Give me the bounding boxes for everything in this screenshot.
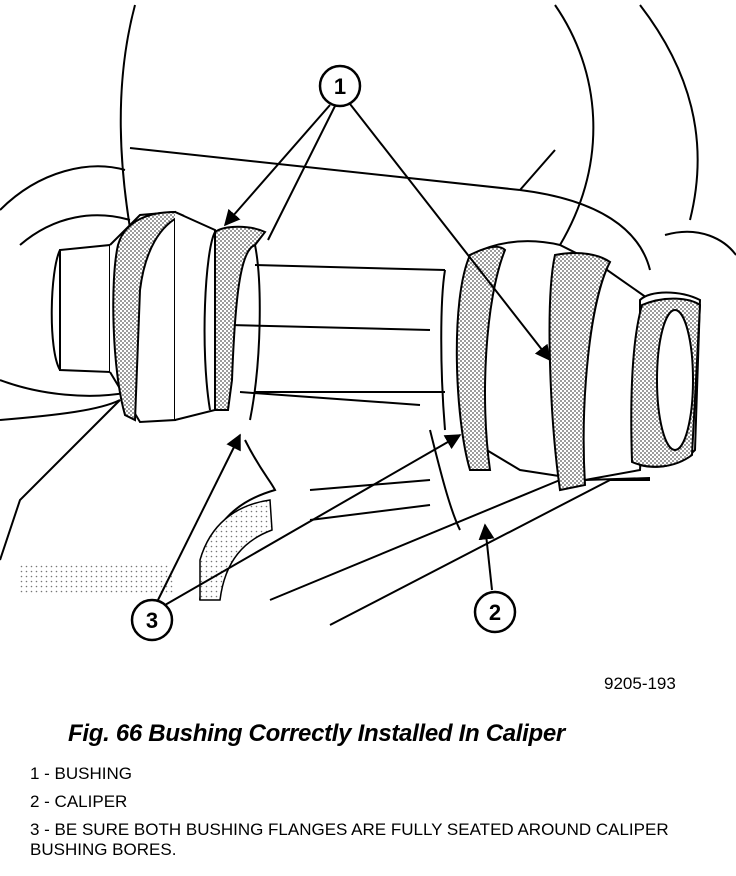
right-bushing bbox=[440, 240, 702, 492]
legend-item-2: 2 - CALIPER bbox=[30, 792, 128, 811]
caliper-shaded-area bbox=[20, 565, 175, 595]
callout-1: 1 bbox=[223, 64, 551, 362]
caliper-outline-right bbox=[554, 4, 595, 246]
callout-3-number: 3 bbox=[146, 608, 158, 633]
legend: 1 - BUSHING 2 - CALIPER 3 - BE SURE BOTH… bbox=[30, 764, 720, 868]
caliper-bushing-illustration: 1 2 3 bbox=[0, 4, 736, 642]
callout-1-number: 1 bbox=[334, 74, 346, 99]
callout-3: 3 bbox=[130, 433, 462, 642]
left-bushing bbox=[50, 210, 267, 424]
callout-2: 2 bbox=[473, 523, 517, 634]
legend-item-3: 3 - BE SURE BOTH BUSHING FLANGES ARE FUL… bbox=[30, 820, 669, 859]
figure-caption: Fig. 66 Bushing Correctly Installed In C… bbox=[68, 720, 565, 747]
legend-item-1: 1 - BUSHING bbox=[30, 764, 133, 783]
figure-id: 9205-193 bbox=[604, 674, 676, 693]
callout-2-number: 2 bbox=[489, 600, 501, 625]
caliper-outline-left bbox=[119, 4, 136, 241]
left-bushing-flange-outer bbox=[112, 210, 185, 422]
